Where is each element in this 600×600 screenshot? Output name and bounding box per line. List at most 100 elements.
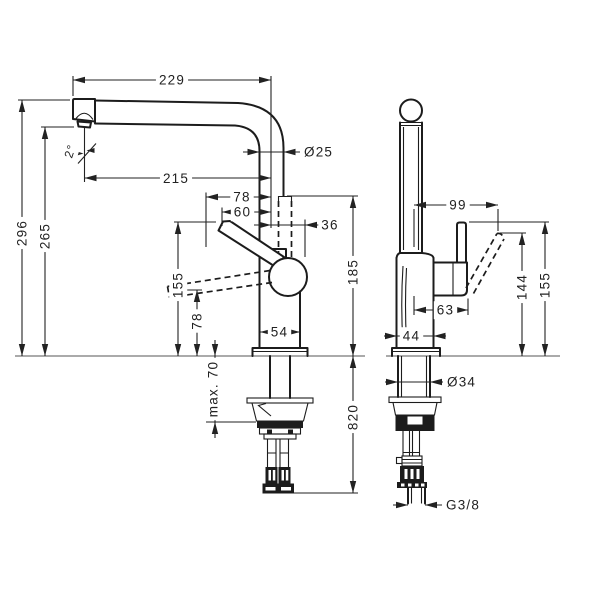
- shank-side: [397, 355, 431, 398]
- nut-slot: [265, 487, 276, 491]
- hose-connector-left: [265, 467, 278, 484]
- shank: [269, 355, 291, 399]
- connector-slot: [281, 470, 284, 481]
- body-walls: [395, 257, 435, 349]
- dim-label-78h: 78: [233, 190, 250, 205]
- handle-lever-down-dashed: [166, 269, 273, 299]
- label-background: [443, 496, 484, 515]
- nut-slot: [281, 487, 291, 491]
- dim-label-44: 44: [403, 329, 420, 344]
- adapter-lines: [402, 458, 422, 464]
- step-block-bottom: [263, 433, 297, 440]
- dim-label-144: 144: [515, 274, 530, 300]
- dimension-labels: 229 215 78 60 36 Ø25 2° 296 265 155 78 m…: [13, 71, 555, 515]
- connector-slot: [404, 469, 408, 479]
- body-shoulder: [395, 252, 435, 259]
- connector-slot: [285, 470, 289, 481]
- handle-pivot-ball: [268, 257, 308, 297]
- label-background: [433, 301, 458, 320]
- dim-label-78v: 78: [190, 312, 205, 329]
- clamp-gap: [407, 416, 423, 425]
- riser-pipe: [399, 121, 423, 254]
- label-background: [155, 71, 189, 90]
- dim-label-820: 820: [346, 404, 361, 430]
- thread-shank-g38: [407, 487, 426, 505]
- supply-hoses: [266, 439, 290, 467]
- seal-band: [257, 421, 303, 428]
- connector-slot: [268, 470, 271, 481]
- label-background: [230, 188, 254, 207]
- handle-lever-up: [217, 220, 285, 269]
- label-background: [188, 309, 207, 333]
- label-background: [344, 255, 363, 289]
- label-background: [444, 373, 480, 392]
- step-block-top: [258, 427, 302, 435]
- hidden-pipe-cap: [277, 195, 293, 201]
- side-view-faucet: [391, 98, 505, 357]
- step-notch-left: [267, 429, 272, 434]
- dim-label-max70: max. 70: [206, 361, 221, 417]
- label-background: [301, 143, 337, 162]
- dim-label-155-side: 155: [538, 272, 553, 298]
- label-background: [169, 268, 188, 302]
- washer-slot: [401, 483, 405, 487]
- side-view-mounting-hardware: [388, 355, 442, 505]
- dim-label-dia34: Ø34: [447, 375, 476, 390]
- label-background: [318, 216, 342, 235]
- dim-label-dia25: Ø25: [304, 145, 333, 160]
- spout-end-circle: [399, 98, 423, 123]
- aerator-nozzle: [76, 120, 92, 129]
- dim-label-155-front: 155: [171, 272, 186, 298]
- adapter: [401, 455, 423, 467]
- mount-washer-side: [388, 396, 442, 404]
- label-background: [36, 219, 55, 253]
- pipe-highlight: [402, 127, 420, 250]
- label-background: [344, 400, 363, 434]
- dim-label-99: 99: [449, 198, 466, 213]
- dim-label-63: 63: [437, 303, 454, 318]
- dim-label-60: 60: [234, 205, 251, 220]
- label-background: [513, 270, 532, 304]
- dim-label-54: 54: [271, 325, 288, 340]
- hose-connector-right: [278, 467, 291, 484]
- label-background: [204, 357, 223, 421]
- aerator-arc: [75, 112, 94, 120]
- label-background: [13, 216, 32, 250]
- cone-detail: [257, 402, 272, 417]
- label-background: [399, 327, 424, 346]
- dim-label-36: 36: [321, 218, 338, 233]
- spout-tube-inner: [94, 122, 261, 349]
- shank-thread-lines: [400, 356, 428, 397]
- dim-label-265: 265: [38, 223, 53, 249]
- thread-shank-lines: [410, 488, 423, 504]
- front-view-mounting-hardware: [246, 355, 314, 494]
- label-background: [159, 169, 193, 188]
- dim-label-185: 185: [346, 259, 361, 285]
- handle-blade: [456, 221, 467, 264]
- cartridge-housing: [432, 261, 468, 297]
- label-background: [536, 268, 555, 302]
- mount-washer: [246, 397, 314, 404]
- dim-label-215: 215: [163, 171, 189, 186]
- dim-label-g38: G3/8: [446, 498, 480, 513]
- step-notch-right: [288, 429, 293, 434]
- dim-label-229: 229: [159, 73, 185, 88]
- mount-nut-side: [392, 401, 438, 416]
- spout-tube-outer: [94, 99, 285, 197]
- label-background: [59, 138, 82, 164]
- label-background: [446, 196, 470, 215]
- handle-blade-dashed: [465, 232, 505, 294]
- dim-label-296: 296: [15, 220, 30, 246]
- hoses-side: [402, 431, 421, 456]
- label-background: [230, 203, 255, 222]
- spout-outlet: [72, 98, 96, 124]
- extension-lines: [18, 76, 549, 494]
- dim-label-angle: 2°: [61, 142, 79, 160]
- connector-slot: [410, 469, 414, 479]
- spout-collar: [400, 121, 422, 127]
- adapter-tab: [395, 456, 403, 465]
- connector-slot: [272, 470, 276, 481]
- connector-slot: [416, 469, 420, 479]
